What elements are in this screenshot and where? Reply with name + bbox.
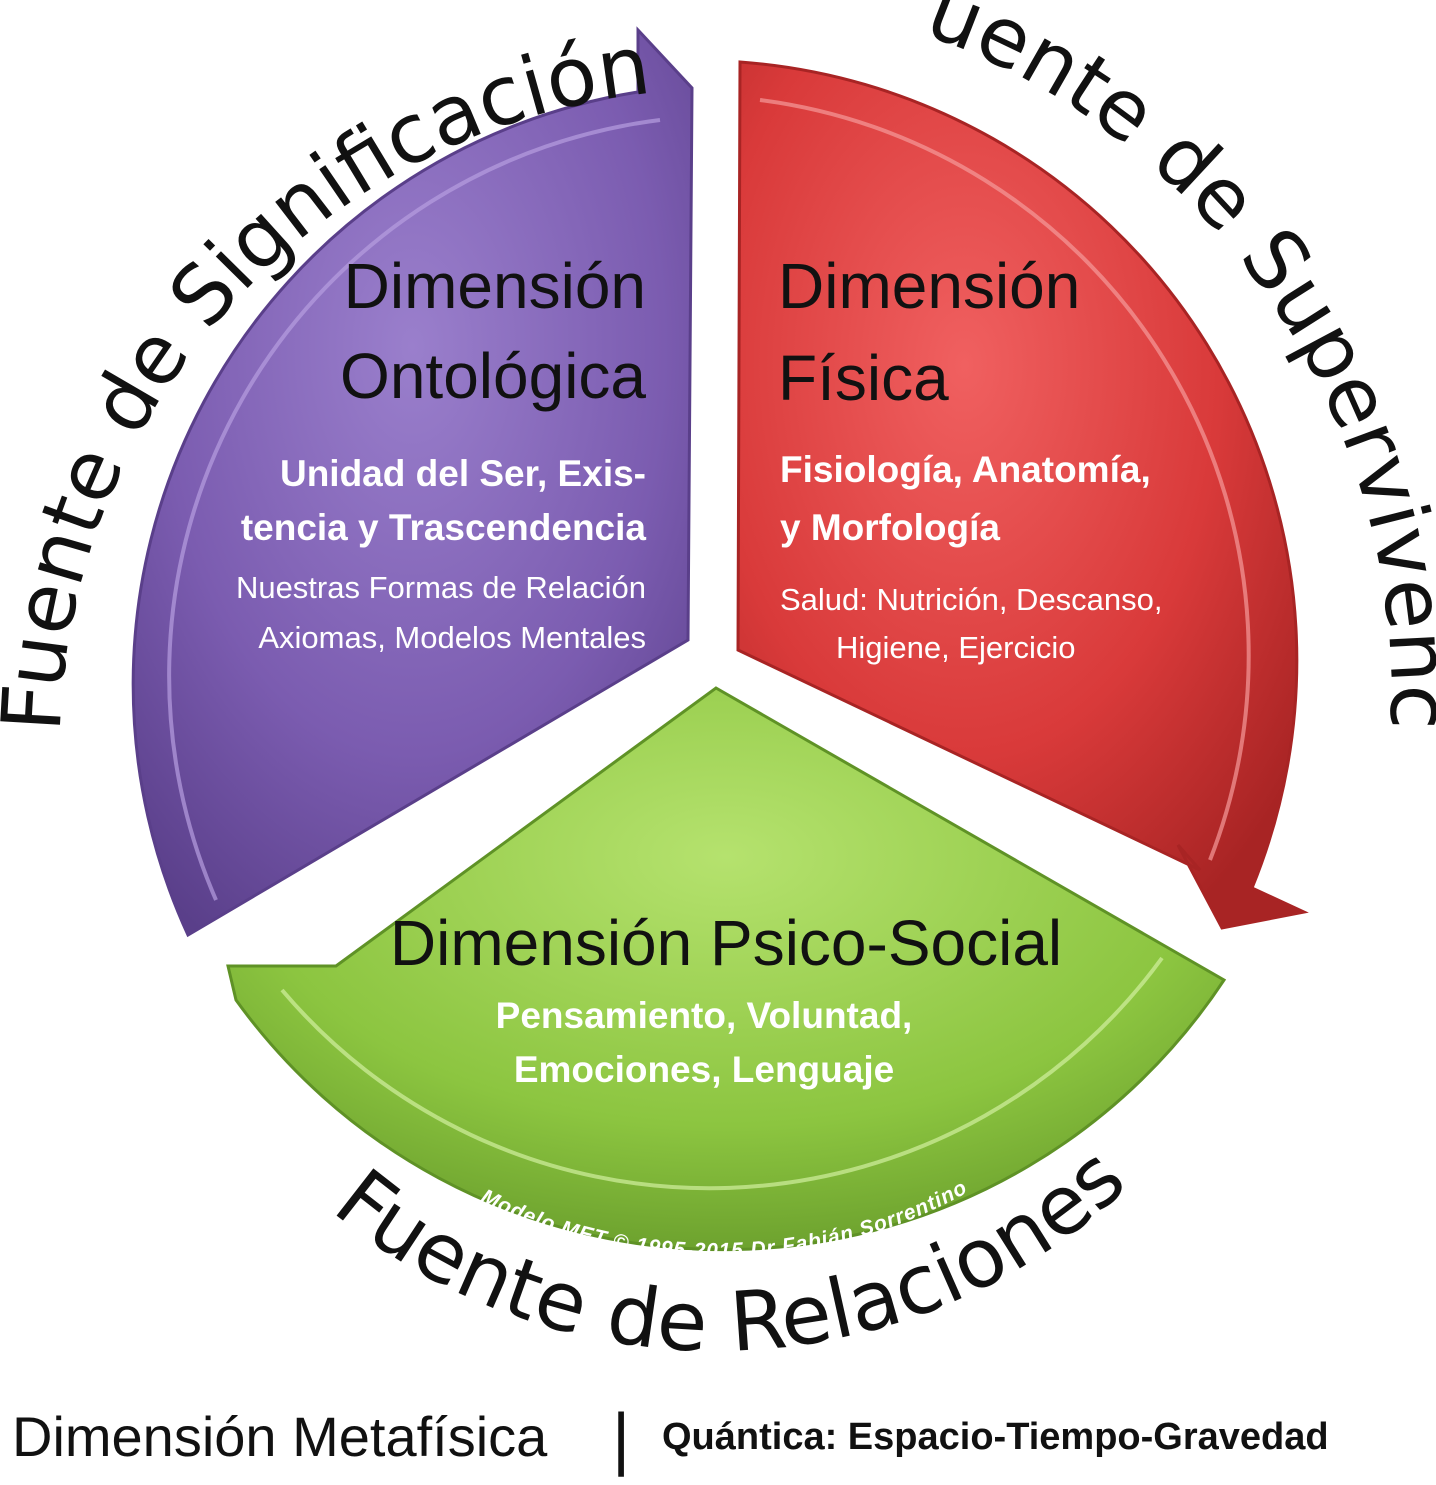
segment-ontologica-shape xyxy=(131,26,694,938)
ontologica-detail-line1: Nuestras Formas de Relación xyxy=(236,570,646,605)
ontologica-detail-line2: Axiomas, Modelos Mentales xyxy=(258,620,646,655)
psicosocial-subtitle-line1: Pensamiento, Voluntad, xyxy=(496,995,913,1036)
fisica-subtitle-line1: Fisiología, Anatomía, xyxy=(780,449,1151,490)
segment-psicosocial-inner-rim xyxy=(280,956,1164,1191)
ontologica-title-line1: Dimensión xyxy=(344,250,646,322)
ontologica-title-line2: Ontológica xyxy=(340,340,646,412)
psicosocial-subtitle-line2: Emociones, Lenguaje xyxy=(514,1049,894,1090)
footer-subtitle: Quántica: Espacio-Tiempo-Gravedad xyxy=(662,1416,1329,1458)
segment-ontologica xyxy=(131,26,694,938)
ontologica-subtitle-line2: tencia y Trascendencia xyxy=(241,507,647,548)
footer-separator: | xyxy=(612,1399,631,1477)
footer-title: Dimensión Metafísica xyxy=(12,1405,548,1468)
segment-ontologica-inner-rim xyxy=(167,118,661,901)
psicosocial-title: Dimensión Psico-Social xyxy=(390,907,1062,979)
fisica-detail-line1: Salud: Nutrición, Descanso, xyxy=(780,582,1163,617)
segment-fisica xyxy=(736,60,1309,930)
ontologica-subtitle-line1: Unidad del Ser, Exis- xyxy=(280,453,646,494)
segment-psicosocial xyxy=(226,686,1227,1252)
fisica-detail-line2: Higiene, Ejercicio xyxy=(836,630,1076,665)
fisica-title-line1: Dimensión xyxy=(778,250,1080,322)
segment-fisica-inner-rim xyxy=(759,98,1251,861)
fisica-subtitle-line2: y Morfología xyxy=(780,507,1000,548)
footer: Dimensión Metafísica | Quántica: Espacio… xyxy=(0,1398,1436,1478)
fisica-title-line2: Física xyxy=(778,342,949,414)
segment-psicosocial-shape xyxy=(226,686,1227,1252)
segment-fisica-shape xyxy=(736,60,1309,930)
